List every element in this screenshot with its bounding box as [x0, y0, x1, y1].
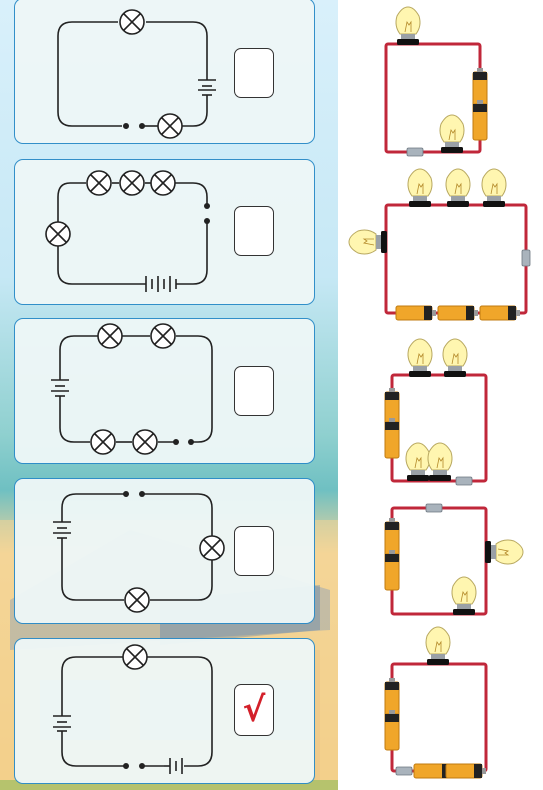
pictorial-circuit-2 [349, 168, 531, 321]
answer-box-2[interactable] [234, 206, 274, 256]
pictorial-circuit-5 [384, 626, 488, 779]
pictorial-circuit-4 [384, 503, 524, 616]
pictorial-circuits [338, 6, 531, 779]
answer-box-1[interactable] [234, 48, 274, 98]
circuit-diagram-3 [51, 323, 213, 455]
switch-symbol [123, 491, 145, 497]
circuit-diagram-4 [53, 491, 225, 613]
answer-box-5[interactable]: √ [234, 684, 274, 736]
bulb-symbol [122, 644, 148, 670]
answer-box-4[interactable] [234, 526, 274, 576]
switch-symbol [123, 123, 145, 129]
pictorial-circuit-3 [384, 338, 488, 486]
bulb-symbol [90, 323, 176, 455]
answer-box-3[interactable] [234, 366, 274, 416]
switch-symbol [204, 203, 210, 224]
switch-symbol [173, 439, 194, 445]
circuit-diagram-2 [45, 170, 210, 292]
switch-symbol [123, 763, 145, 769]
pictorial-circuit-1 [384, 6, 488, 157]
circuit-diagram-5 [53, 644, 213, 774]
bulb-symbol [124, 535, 225, 613]
bulb-symbol [45, 170, 176, 247]
answer-mark-5: √ [242, 690, 266, 730]
bulb-symbol [119, 9, 183, 139]
circuit-diagram-1 [57, 9, 216, 139]
